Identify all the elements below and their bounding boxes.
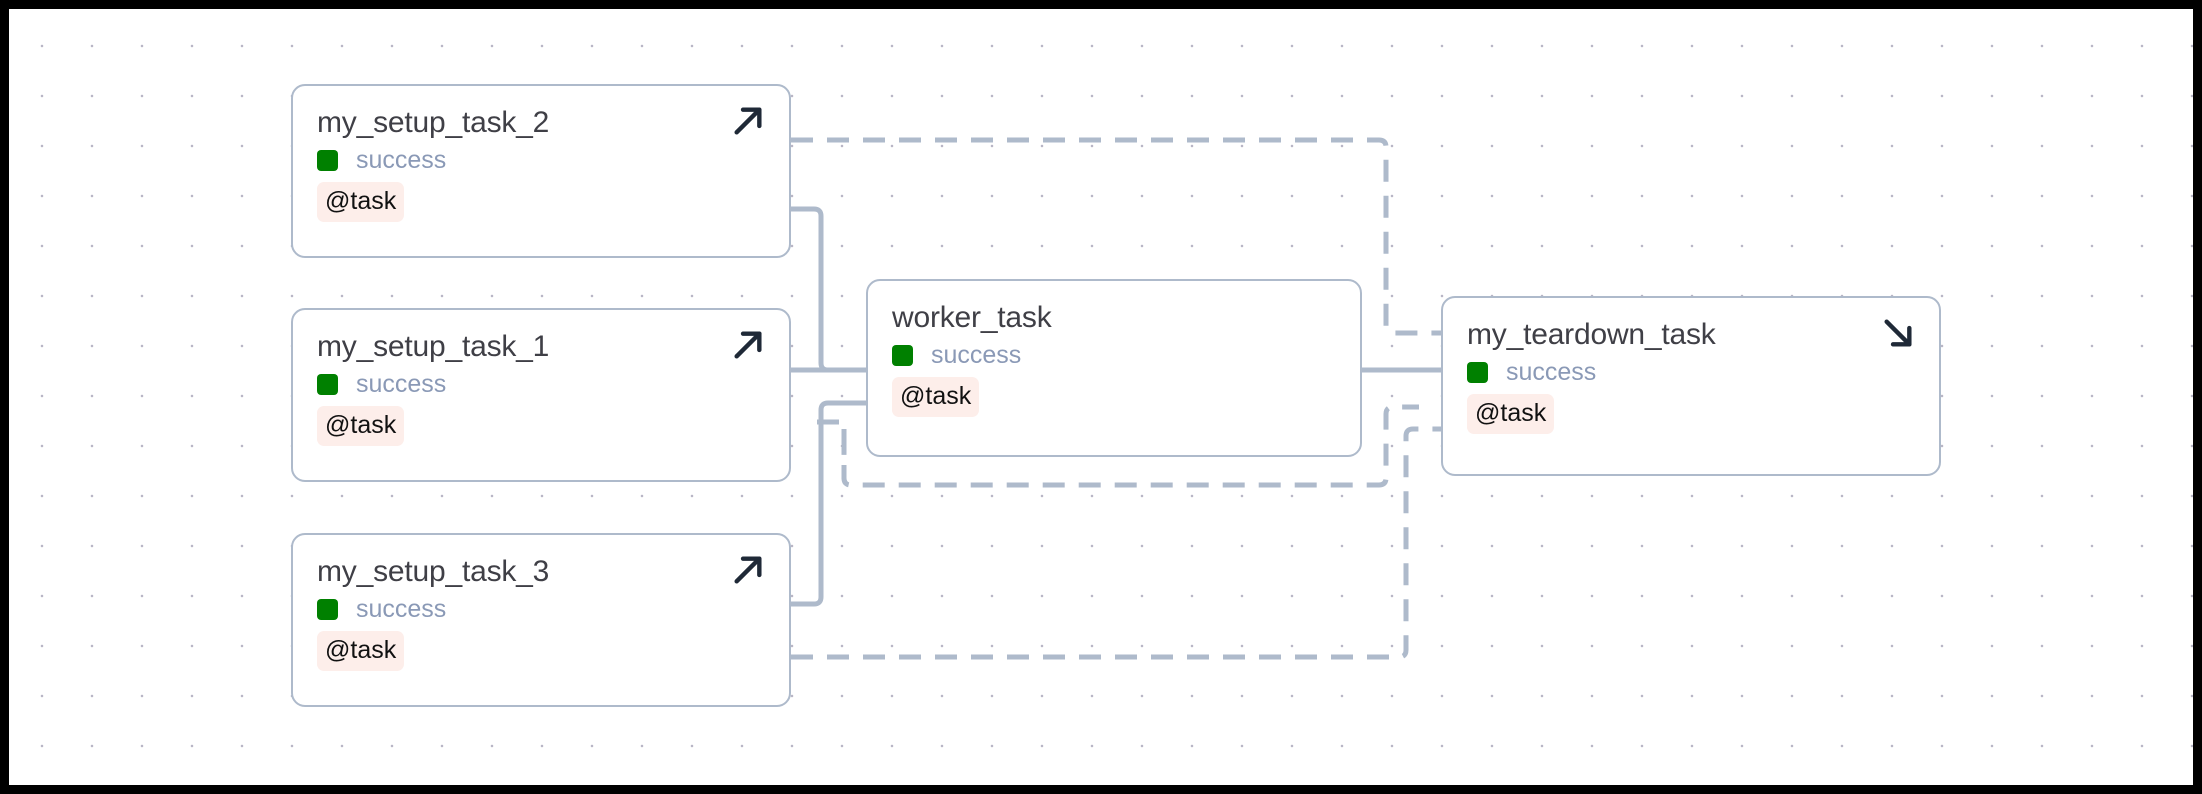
edge-setup2-to-worker (791, 206, 866, 373)
node-title: my_setup_task_2 (317, 106, 550, 139)
operator-badge: @task (317, 181, 405, 222)
task-node-worker-task[interactable]: worker_task success @task (866, 279, 1362, 457)
arrow-up-right-icon (731, 104, 765, 138)
dag-graph-canvas[interactable]: my_setup_task_2 success @task my_setup_t… (9, 9, 2193, 785)
node-status: success (317, 369, 765, 398)
node-title: my_setup_task_3 (317, 555, 550, 588)
task-node-my-setup-task-1[interactable]: my_setup_task_1 success @task (291, 308, 791, 482)
status-label: success (356, 369, 447, 398)
task-node-my-setup-task-3[interactable]: my_setup_task_3 success @task (291, 533, 791, 707)
operator-badge: @task (317, 405, 405, 446)
task-node-my-setup-task-2[interactable]: my_setup_task_2 success @task (291, 84, 791, 258)
node-status: success (317, 145, 765, 174)
operator-badge: @task (892, 376, 980, 417)
arrow-down-right-icon (1881, 316, 1915, 350)
node-status: success (1467, 357, 1915, 386)
status-swatch-success (317, 598, 338, 620)
status-swatch-success (317, 373, 338, 395)
status-label: success (931, 340, 1022, 369)
node-title: my_setup_task_1 (317, 330, 550, 363)
status-label: success (356, 145, 447, 174)
edge-setup3-to-worker (791, 400, 866, 607)
node-status: success (317, 594, 765, 623)
arrow-up-right-icon (731, 553, 765, 587)
status-label: success (356, 594, 447, 623)
status-label: success (1506, 357, 1597, 386)
operator-badge: @task (1467, 393, 1555, 434)
node-title: worker_task (892, 301, 1052, 334)
node-status: success (892, 340, 1336, 369)
status-swatch-success (317, 149, 338, 171)
task-node-my-teardown-task[interactable]: my_teardown_task success @task (1441, 296, 1941, 476)
status-swatch-success (892, 344, 913, 366)
operator-badge: @task (317, 630, 405, 671)
arrow-up-right-icon (731, 328, 765, 362)
edge-setup1-to-teardown-stub (817, 419, 847, 479)
edge-setup3-to-teardown (791, 426, 1441, 660)
status-swatch-success (1467, 361, 1488, 383)
node-title: my_teardown_task (1467, 318, 1716, 351)
